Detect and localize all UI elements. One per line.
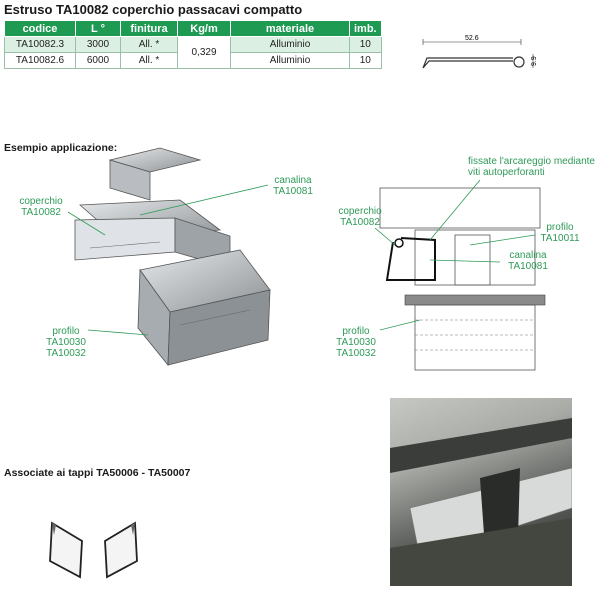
width-dimension: 52.6 xyxy=(465,35,479,42)
label-text: profilo xyxy=(52,326,80,337)
col-length: L ° xyxy=(75,20,121,37)
cell: Alluminio xyxy=(230,36,350,53)
label-fissate: fissate l'arcareggio mediante viti autop… xyxy=(468,156,610,178)
label-text: coperchio xyxy=(19,196,63,207)
label-canalina-right: canalina TA10081 xyxy=(502,250,554,272)
col-finitura: finitura xyxy=(120,20,178,37)
label-code: TA10082 xyxy=(340,217,380,228)
label-text: profilo xyxy=(546,222,574,233)
label-coperchio-left: coperchio TA10082 xyxy=(14,196,68,218)
label-code: TA10030 xyxy=(336,337,376,348)
label-code: TA10082 xyxy=(21,207,61,218)
height-dimension: 9.9 xyxy=(531,56,538,66)
cell: All. * xyxy=(120,52,178,69)
label-text: fissate l'arcareggio mediante xyxy=(468,156,595,167)
label-canalina-left: canalina TA10081 xyxy=(268,175,318,197)
installation-photo xyxy=(390,398,573,586)
label-code: TA10081 xyxy=(508,261,548,272)
example-heading: Esempio applicazione: xyxy=(4,142,118,154)
col-codice: codice xyxy=(4,20,76,37)
label-text: viti autoperforanti xyxy=(468,167,545,178)
profile-drawing: 52.6 9.9 xyxy=(422,35,538,69)
assembly-3d-illustration xyxy=(74,147,271,367)
photo-rendering xyxy=(390,418,573,586)
cell: 10 xyxy=(349,52,382,69)
label-text: canalina xyxy=(509,250,547,261)
table-header: codice L ° finitura Kg/m materiale imb. xyxy=(4,20,382,37)
table-row: TA10082.6 6000 All. * Alluminio 10 xyxy=(4,52,382,69)
cell: Alluminio xyxy=(230,52,350,69)
cell: 10 xyxy=(349,36,382,53)
section-drawing xyxy=(379,187,546,371)
col-kgm: Kg/m xyxy=(177,20,231,37)
cell: 3000 xyxy=(75,36,121,53)
label-code: TA10030 xyxy=(46,337,86,348)
label-text: canalina xyxy=(274,175,312,186)
label-code: TA10011 xyxy=(540,233,580,244)
cell: All. * xyxy=(120,36,178,53)
table-row: TA10082.3 3000 All. * 0,329 Alluminio 10 xyxy=(4,36,382,69)
cell-weight: 0,329 xyxy=(177,36,231,69)
right-leader-lines xyxy=(374,179,536,331)
end-caps-illustration xyxy=(49,521,138,579)
associate-heading: Associate ai tappi TA50006 - TA50007 xyxy=(4,467,191,479)
cell: TA10082.3 xyxy=(4,36,76,53)
label-coperchio-right: coperchio TA10082 xyxy=(334,206,386,228)
cell: 6000 xyxy=(75,52,121,69)
page-title: Estruso TA10082 coperchio passacavi comp… xyxy=(4,2,303,17)
col-materiale: materiale xyxy=(230,20,350,37)
label-profilo-left: profilo TA10030 TA10032 xyxy=(44,326,88,359)
label-profilo-right-top: profilo TA10011 xyxy=(535,222,585,244)
label-code: TA10081 xyxy=(273,186,313,197)
left-leader-lines xyxy=(67,184,269,336)
label-profilo-right-bottom: profilo TA10030 TA10032 xyxy=(334,326,378,359)
label-text: coperchio xyxy=(338,206,382,217)
label-code: TA10032 xyxy=(46,348,86,359)
col-imb: imb. xyxy=(349,20,382,37)
cell: TA10082.6 xyxy=(4,52,76,69)
label-code: TA10032 xyxy=(336,348,376,359)
label-text: profilo xyxy=(342,326,370,337)
spec-table: codice L ° finitura Kg/m materiale imb. … xyxy=(4,20,382,69)
